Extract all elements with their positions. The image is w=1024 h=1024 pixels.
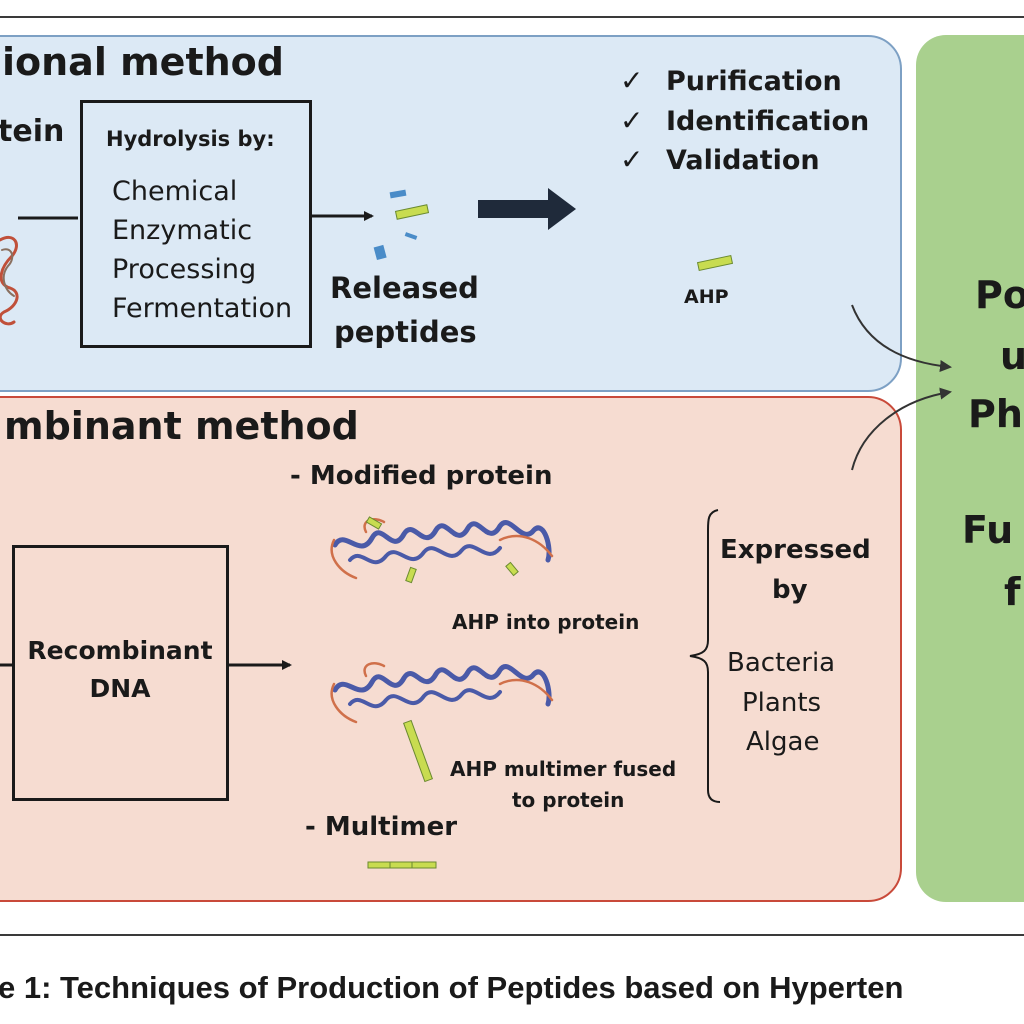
output-text-line: f [1004, 570, 1021, 614]
hydrolysis-method: Fermentation [112, 293, 293, 324]
top-rule [0, 16, 1024, 18]
multimer-icon [367, 861, 437, 869]
check-icon: ✓ [620, 64, 644, 97]
figure-caption: e 1: Techniques of Production of Peptide… [0, 970, 904, 1005]
expressed-by-label-line1: Expressed [720, 535, 871, 565]
host-algae-label: Algae [746, 727, 820, 757]
step-validation: Validation [666, 145, 820, 176]
hydrolysis-heading: Hydrolysis by: [106, 127, 275, 151]
recombinant-method-title: mbinant method [4, 404, 359, 448]
check-icon: ✓ [620, 104, 644, 137]
hydrolysis-method: Enzymatic [112, 215, 253, 246]
output-panel [916, 35, 1024, 902]
expression-bracket [689, 509, 721, 803]
released-peptides-label-line1: Released [330, 271, 479, 305]
modified-protein-label: - Modified protein [290, 461, 553, 491]
ahp-multimer-fused-label-line1: AHP multimer fused [450, 757, 677, 781]
hydrolysis-method: Chemical [112, 176, 238, 207]
step-identification: Identification [666, 106, 870, 137]
recombinant-dna-label-line1: Recombinant [27, 636, 213, 665]
expressed-by-label-line2: by [772, 575, 808, 605]
recombinant-method-panel [0, 396, 902, 902]
output-text-line: Fu [962, 508, 1014, 552]
conventional-method-title: ional method [2, 40, 284, 84]
check-icon: ✓ [620, 143, 644, 176]
modified-protein-structure-icon [330, 516, 554, 584]
output-text-line: Ph [968, 392, 1023, 436]
bottom-rule [0, 934, 1024, 936]
ahp-multimer-fused-label-line2: to protein [512, 788, 625, 812]
source-protein-label: tein [0, 114, 65, 149]
hydrolysis-box [80, 100, 312, 348]
recombinant-dna-label-line2: DNA [89, 674, 151, 703]
ahp-label: AHP [684, 286, 729, 308]
output-text-line: u [1000, 334, 1024, 378]
released-peptides-label-line2: peptides [334, 315, 477, 349]
host-plants-label: Plants [742, 688, 822, 718]
host-bacteria-label: Bacteria [727, 648, 836, 678]
multimer-label: - Multimer [305, 812, 458, 842]
step-purification: Purification [666, 66, 842, 97]
hydrolysis-method: Processing [112, 254, 257, 285]
process-arrow-icon [478, 188, 576, 230]
recombinant-dna-box [12, 545, 229, 801]
source-protein-icon [0, 235, 19, 326]
arrow-recombinant-to-output [851, 387, 952, 471]
ahp-peptide-icon [696, 254, 734, 272]
fused-protein-structure-icon [330, 662, 554, 783]
arrow-conventional-to-output [851, 304, 952, 372]
conventional-method-panel [0, 35, 902, 392]
released-peptides-icon [373, 189, 430, 261]
ahp-into-protein-label: AHP into protein [452, 610, 640, 634]
output-text-line: Po [975, 273, 1024, 317]
